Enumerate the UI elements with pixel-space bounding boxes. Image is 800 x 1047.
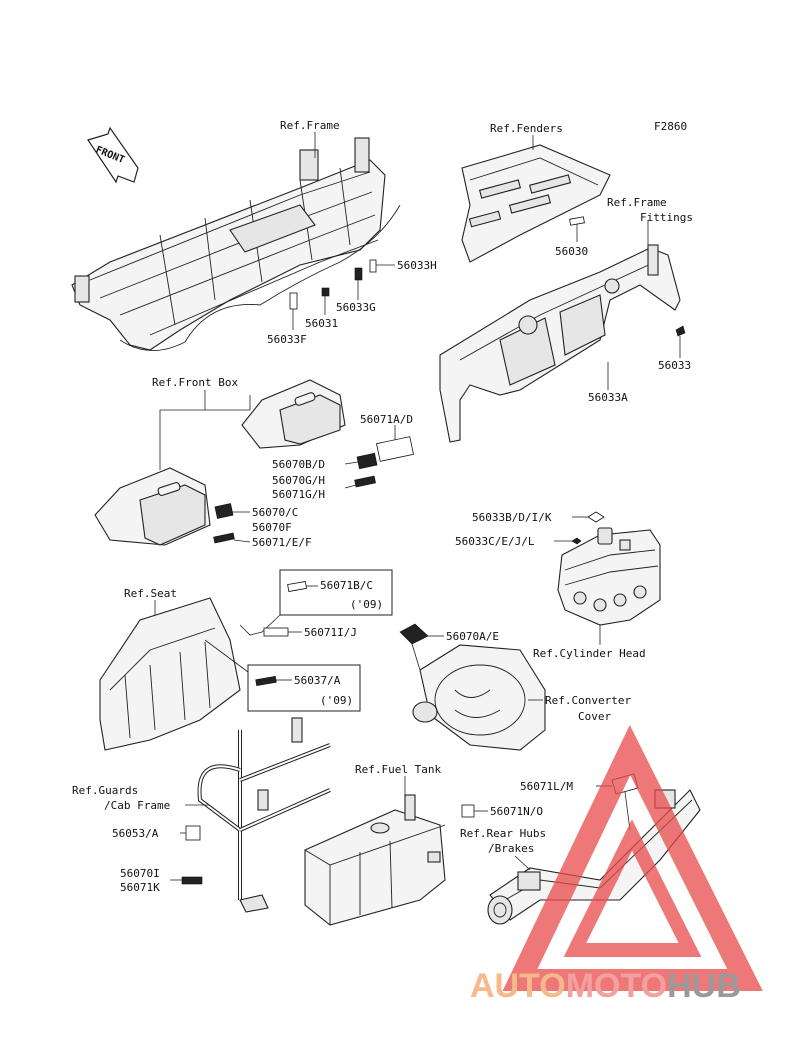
label-56071K-decal [181,876,203,885]
label-56037A-decal [255,675,277,687]
ref-frame-fittings-label-1: Ref.Frame [607,196,667,209]
part-56070I: 56070I [120,867,160,880]
part-56053A: 56053/A [112,827,159,840]
ref-guards-label-1: Ref.Guards [72,784,138,797]
part-56030: 56030 [555,245,588,258]
part-56037A-year: ('09) [320,694,353,707]
part-56070AE: 56070A/E [446,630,499,643]
part-56033CEJL: 56033C/E/J/L [455,535,535,548]
part-56070GH: 56070G/H [272,474,325,487]
part-56071NO: 56071N/O [490,805,543,818]
ref-seat-label: Ref.Seat [124,587,177,600]
seat-drawing [99,597,241,751]
part-56071IJ: 56071I/J [304,626,357,639]
part-56070BD: 56070B/D [272,458,325,471]
fenders-drawing [461,144,611,263]
frame-fittings-drawing [439,244,681,443]
ref-front-box-label: Ref.Front Box [152,376,238,389]
guards-cab-frame-drawing [197,717,331,913]
label-56071NO-decal [461,804,475,818]
part-56071BC: 56071B/C [320,579,373,592]
ref-frame-fittings-label-2: Fittings [640,211,693,224]
svg-text:AUTOMOTOHUB: AUTOMOTOHUB [470,967,741,1005]
label-56070BD-decal [356,452,378,470]
watermark-triangle-inner-icon [563,819,702,957]
cylinder-head-drawing [557,527,661,626]
figure-code: F2860 [654,120,687,133]
label-56071AD-decal [376,436,414,462]
watermark-text-hub: HUB [667,967,741,1005]
ref-converter-cover-label-1: Ref.Converter [545,694,631,707]
part-56033BDIK: 56033B/D/I/K [472,511,552,524]
front-arrow-icon: FRONT [87,126,139,184]
label-56033CEJL-decal [571,537,582,545]
part-56033A: 56033A [588,391,628,404]
front-box-lower-drawing [94,467,211,546]
label-56033H-decal [369,259,377,273]
part-56071K: 56071K [120,881,160,894]
label-56033-decal [675,325,686,337]
part-56033G: 56033G [336,301,376,314]
ref-cylinder-head-label: Ref.Cylinder Head [533,647,646,660]
ref-rear-hubs-label-2: /Brakes [488,842,534,855]
ref-converter-cover-label-2: Cover [578,710,611,723]
watermark-text-moto: MOTO [566,967,667,1005]
converter-cover-drawing [412,644,546,751]
fuel-tank-drawing [304,794,446,926]
part-56070C: 56070/C [252,506,298,519]
part-56033: 56033 [658,359,691,372]
ref-rear-hubs-label-1: Ref.Rear Hubs [460,827,546,840]
part-56070F: 56070F [252,521,292,534]
part-56037A: 56037/A [294,674,341,687]
label-56053A-decal [185,825,201,841]
watermark-text-auto: AUTO [470,967,566,1005]
part-56071GH: 56071G/H [272,488,325,501]
part-56033H: 56033H [397,259,437,272]
ref-frame-label: Ref.Frame [280,119,340,132]
watermark-logo: AUTOMOTOHUB [470,724,763,1005]
label-56071GH-decal [354,475,376,488]
ref-guards-label-2: /Cab Frame [104,799,170,812]
label-56033BDIK-decal [587,511,605,523]
ref-fenders-label: Ref.Fenders [490,122,563,135]
part-56033F: 56033F [267,333,307,346]
label-56031-decal [321,287,330,297]
ref-fuel-tank-label: Ref.Fuel Tank [355,763,441,776]
part-56071EF: 56071/E/F [252,536,312,549]
part-56031: 56031 [305,317,338,330]
label-56071EF-decal [213,532,235,544]
part-56071AD: 56071A/D [360,413,413,426]
label-56033F-decal [289,292,298,310]
frame-drawing [71,137,401,351]
label-56071BC-decal [287,581,308,592]
watermark-triangle-icon [502,724,763,991]
part-56071BC-year: ('09) [350,598,383,611]
part-56071LM: 56071L/M [520,780,573,793]
label-56033G-decal [354,267,363,281]
label-56070AE-decal [399,623,429,645]
front-box-upper-drawing [241,379,346,449]
label-56071IJ-decal [263,627,289,637]
box-56037A [247,664,361,712]
box-56071BC [279,569,393,616]
label-56030-decal [569,216,585,226]
label-56070C-decal [214,503,234,519]
